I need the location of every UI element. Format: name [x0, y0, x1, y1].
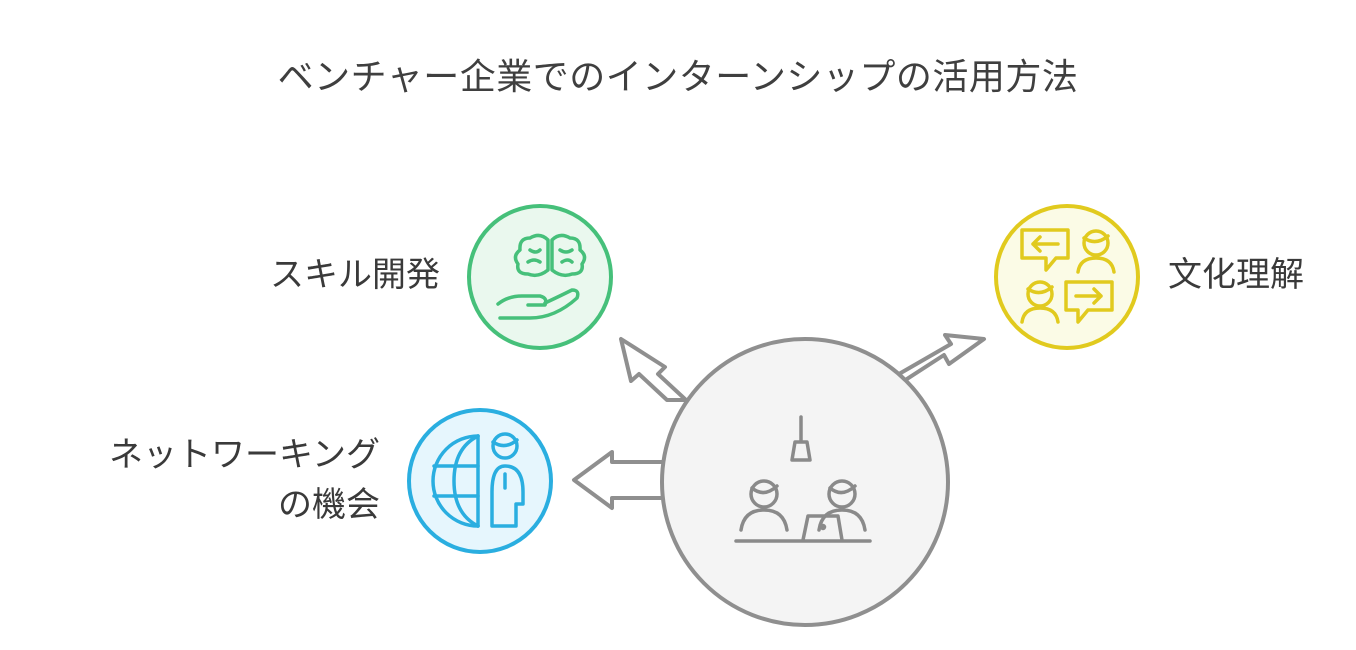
culture-label: 文化理解 — [1168, 255, 1304, 295]
arrows — [572, 333, 986, 510]
network-node — [407, 408, 553, 554]
arrow-upper-right — [890, 333, 986, 390]
culture-circle — [994, 204, 1140, 350]
skill-circle — [467, 204, 613, 350]
hub-node — [660, 337, 950, 627]
arrow-left — [572, 450, 667, 510]
network-label: ネットワーキング の機会 — [40, 430, 380, 530]
hub-circle — [660, 337, 950, 627]
network-circle — [407, 408, 553, 554]
network-label-line1: ネットワーキング — [109, 435, 380, 475]
culture-node — [994, 204, 1140, 350]
skill-node — [467, 204, 613, 350]
diagram-title: ベンチャー企業でのインターンシップの活用方法 — [277, 57, 1079, 98]
arrow-upper-left — [619, 337, 688, 402]
globe-person-icon — [431, 432, 525, 528]
skill-label: スキル開発 — [270, 255, 440, 295]
brain-in-hand-icon — [496, 233, 587, 320]
network-label-line2: の機会 — [278, 485, 380, 525]
interview-meeting-icon — [734, 415, 872, 543]
exchange-conversation-icon — [1020, 228, 1116, 324]
